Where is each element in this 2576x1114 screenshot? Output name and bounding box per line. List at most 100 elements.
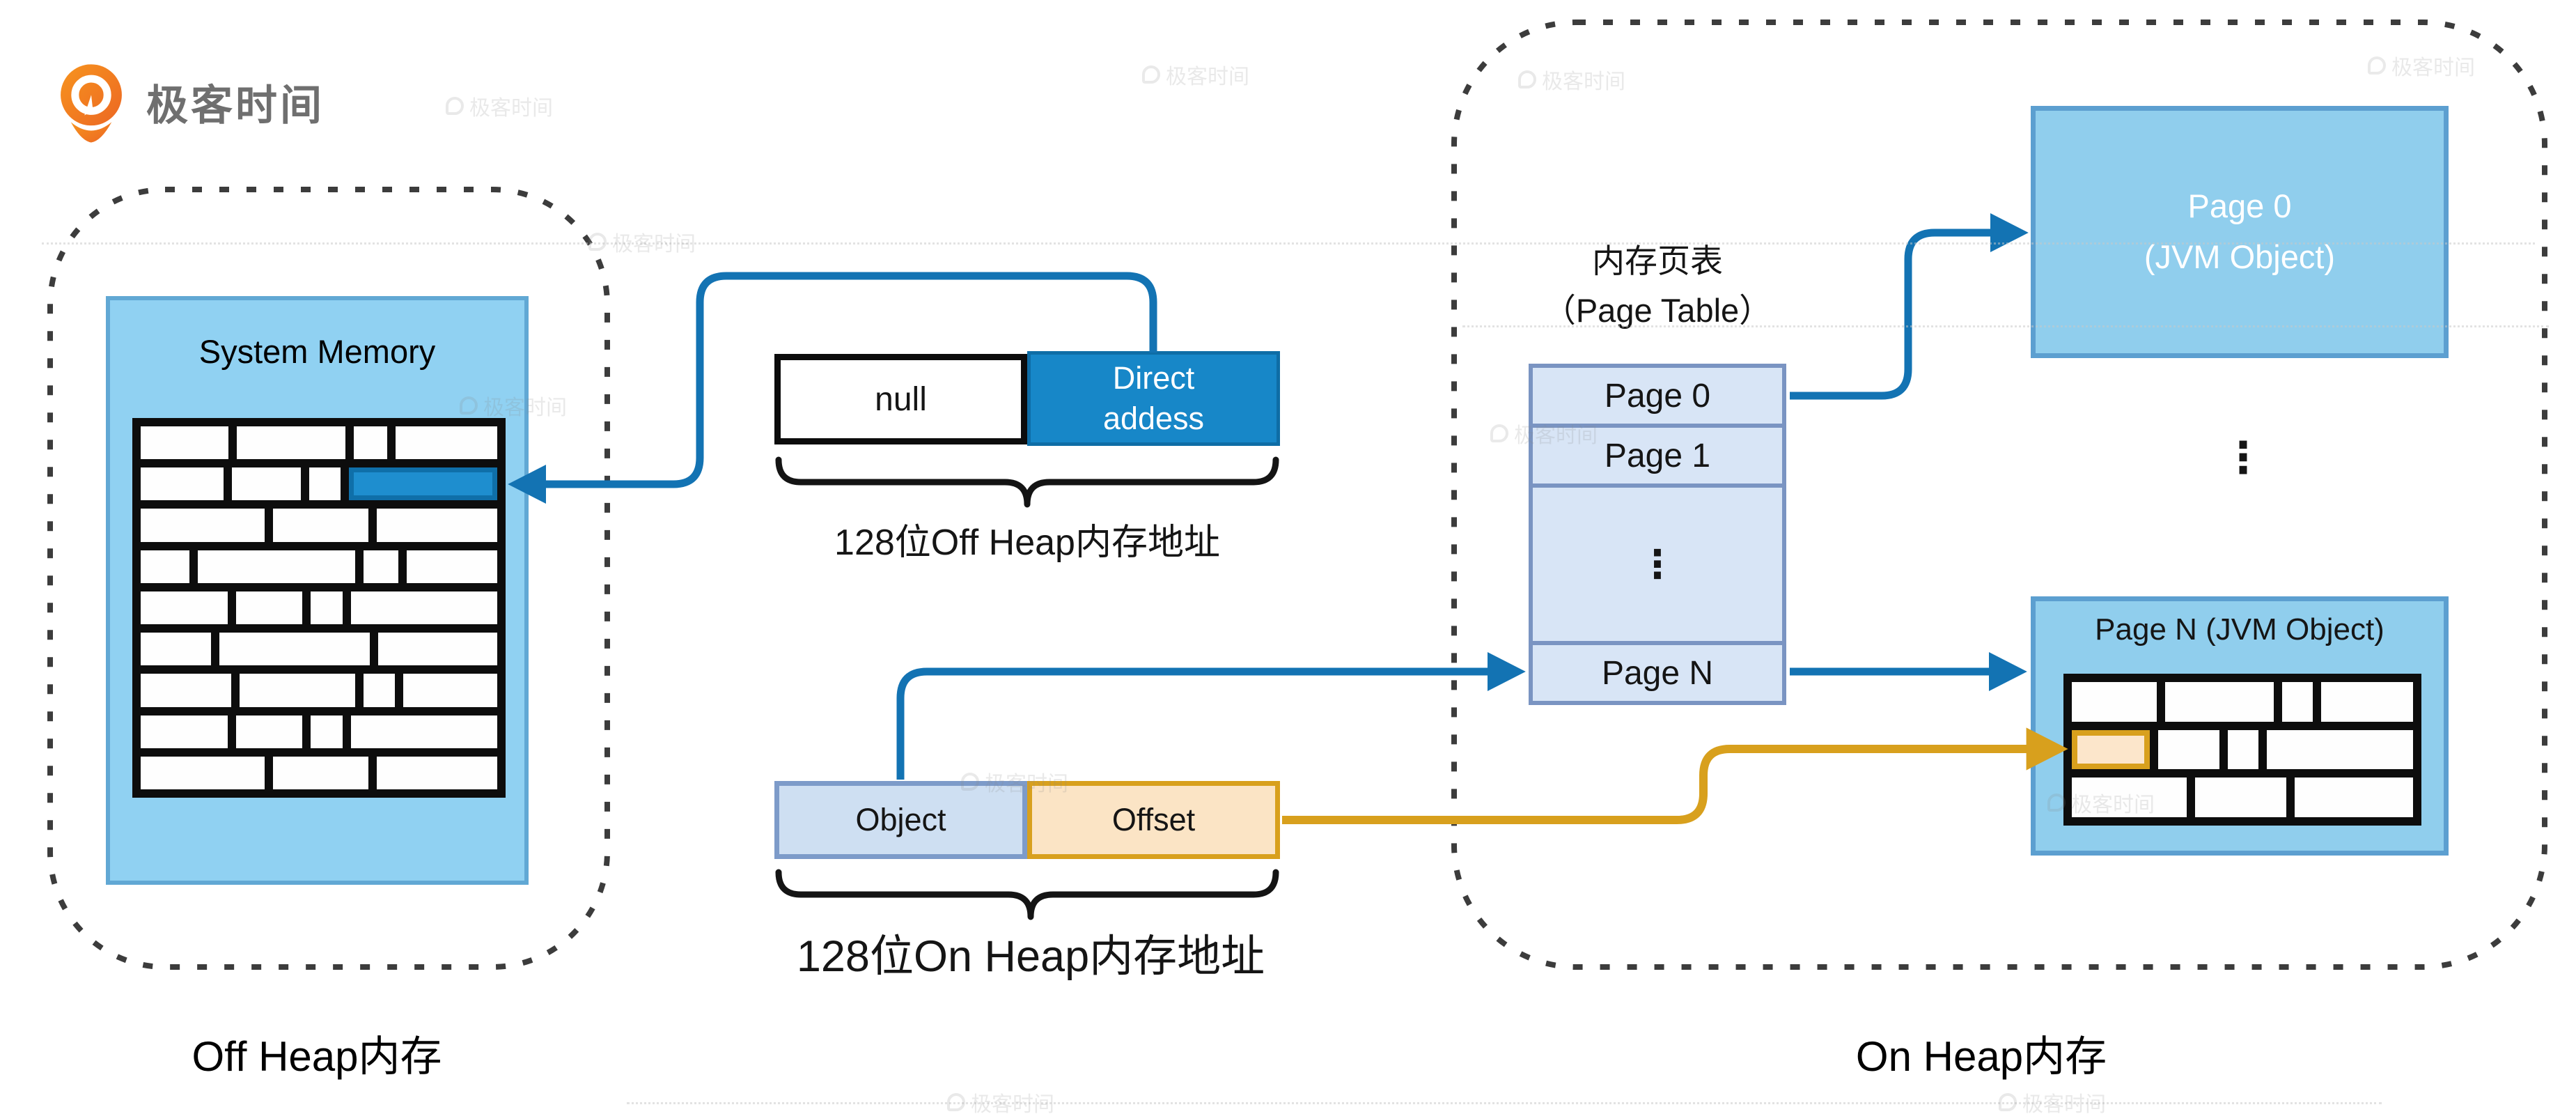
brick-cell [141,633,211,666]
logo-text: 极客时间 [146,82,325,129]
page0-box-line1: Page 0 [2187,187,2292,225]
brick-row [2072,682,2414,722]
brick-row [141,467,497,501]
watermark-pin-icon [460,396,478,415]
brick-cell [141,591,228,625]
page-table-row-ellipsis: ⋮ [1533,488,1782,641]
watermark: 极客时间 [947,1087,1054,1114]
brick-cell [2267,729,2413,770]
page0-box-line2: (JVM Object) [2144,238,2336,275]
watermark-pin-icon [947,1093,965,1111]
object-cell: Object [774,781,1027,859]
direct-address-line1: Direct [1112,359,1195,396]
page-table-row-page0: Page 0 [1533,368,1782,424]
geektime-pin-icon [61,64,122,143]
brick-row [141,509,497,542]
brick-cell [232,467,302,501]
dotted-guideline [42,242,2535,245]
brick-cell [311,715,343,748]
brick-cell [377,633,497,666]
watermark-pin-icon [1518,70,1536,88]
watermark: 极客时间 [1999,1087,2106,1114]
watermark-pin-icon [446,97,464,115]
brick-cell [353,426,388,460]
system-memory-box: System Memory [106,296,529,885]
watermark: 极客时间 [2047,787,2155,818]
brick-cell [396,426,497,460]
brick-row [141,674,497,707]
brick-cell [2321,682,2414,722]
watermark: 极客时间 [1518,64,1625,95]
brick-cell [377,756,497,789]
watermark: 极客时间 [1490,418,1598,449]
on-heap-address-brace [775,869,1279,920]
brick-cell [141,550,190,583]
on-heap-region-label: On Heap内存 [1855,1033,2107,1080]
on-heap-address-caption: 128位On Heap内存地址 [796,932,1265,981]
brick-row [141,715,497,748]
brick-cell [141,715,228,748]
brick-row [141,756,497,789]
brick-cell [272,509,369,542]
page-table-title: 内存页表 （Page Table） [1483,237,1832,335]
off-heap-region-label: Off Heap内存 [192,1033,442,1080]
brick-cell [237,426,345,460]
brick-cell [403,674,497,707]
brick-row [141,591,497,625]
watermark-pin-icon [588,233,607,251]
brick-cell [350,715,497,748]
dotted-guideline [1462,325,2549,327]
brick-cell [141,426,229,460]
brick-cell [141,509,265,542]
brick-cell [2282,682,2313,722]
watermark: 极客时间 [961,766,1068,797]
watermark: 极客时间 [588,226,696,257]
page-table-row-pagen: Page N [1533,645,1782,701]
brick-cell [141,467,224,501]
brick-cell [236,715,303,748]
brick-cell [309,467,341,501]
highlighted-brick [2072,729,2150,770]
page-table-title-line2: （Page Table） [1543,291,1772,329]
on-heap-ellipsis: ⋮ [2222,434,2265,482]
watermark-pin-icon [961,773,979,791]
brick-cell [141,674,232,707]
brick-cell [2228,729,2259,770]
watermark: 极客时间 [1142,59,1249,90]
brick-cell [2195,778,2286,818]
geektime-logo: 极客时间 [49,59,325,144]
watermark: 极客时间 [2368,50,2475,81]
brick-row [141,633,497,666]
page0-jvm-object-box: Page 0 (JVM Object) [2031,106,2449,358]
brick-cell [2294,778,2413,818]
direct-address-line2: addess [1102,401,1205,436]
brick-cell [2072,682,2157,722]
page-table: Page 0 Page 1 ⋮ Page N [1529,364,1786,705]
brick-cell [219,633,370,666]
brick-row [141,550,497,583]
watermark-pin-icon [1142,65,1160,84]
brick-cell [272,756,369,789]
brick-cell [236,591,303,625]
brick-cell [2158,729,2220,770]
brick-cell [406,550,497,583]
offset-cell: Offset [1027,781,1280,859]
off-heap-address-caption: 128位Off Heap内存地址 [834,523,1220,563]
null-cell: null [774,354,1027,444]
off-heap-address-brace [775,456,1279,508]
pagen-box-title: Page N (JVM Object) [2095,612,2384,647]
brick-cell [311,591,343,625]
brick-cell [198,550,355,583]
brick-cell [363,550,398,583]
direct-address-cell: Direct addess [1027,351,1280,446]
arrow-object-to-page-table [896,651,1526,780]
watermark-pin-icon [2368,56,2386,75]
watermark: 极客时间 [460,390,567,421]
watermark-pin-icon [1999,1093,2017,1111]
brick-cell [377,509,497,542]
brick-cell [2165,682,2274,722]
brick-cell [240,674,355,707]
arrow-offset-to-page-brick [1282,727,2068,824]
brick-cell [350,591,497,625]
